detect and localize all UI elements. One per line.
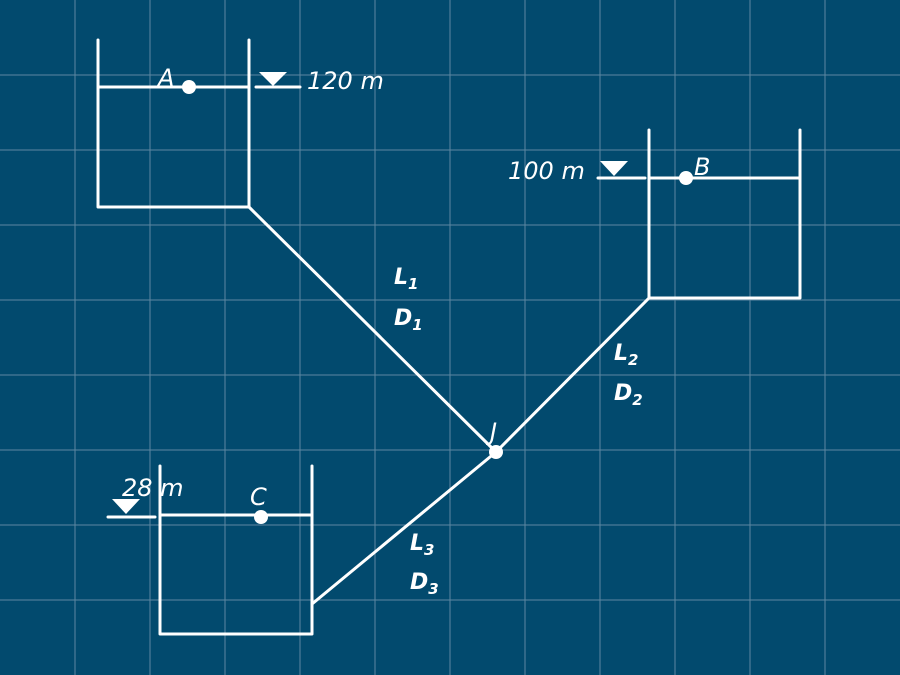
junction-point bbox=[489, 445, 503, 459]
pipe-2-length-label: L2 bbox=[614, 341, 638, 369]
pipe-1 bbox=[247, 205, 498, 454]
reservoir-c-elevation: 28 m bbox=[122, 474, 184, 502]
reservoir-b-label: B bbox=[694, 153, 710, 181]
water-level-triangle-icon bbox=[106, 499, 157, 519]
water-level-triangle-icon bbox=[596, 161, 647, 180]
reservoir-b: B 100 m bbox=[508, 128, 802, 300]
pipe-1-length-label: L1 bbox=[394, 265, 418, 293]
pipe-1-diameter-label: D1 bbox=[394, 306, 423, 334]
reservoir-c-label: C bbox=[250, 483, 267, 511]
reservoir-c: C 28 m bbox=[106, 464, 314, 636]
junction-label: J bbox=[486, 418, 497, 446]
pipe-3-length-label: L3 bbox=[410, 531, 434, 559]
reservoir-c-point bbox=[254, 510, 268, 524]
reservoir-a-label: A bbox=[156, 64, 174, 92]
reservoir-a-point bbox=[182, 80, 196, 94]
reservoir-a-elevation: 120 m bbox=[307, 67, 384, 95]
reservoir-a: A 120 m bbox=[96, 38, 384, 209]
reservoir-b-point bbox=[679, 171, 693, 185]
water-level-triangle-icon bbox=[254, 72, 302, 89]
reservoir-b-tank bbox=[647, 128, 802, 300]
reservoir-c-tank bbox=[158, 464, 314, 636]
pipe-3 bbox=[310, 450, 498, 606]
pipe-3-diameter-label: D3 bbox=[410, 570, 439, 598]
reservoir-a-tank bbox=[96, 38, 251, 209]
reservoir-b-elevation: 100 m bbox=[508, 157, 585, 185]
pipe-2 bbox=[494, 296, 651, 454]
pipe-2-diameter-label: D2 bbox=[614, 381, 643, 409]
